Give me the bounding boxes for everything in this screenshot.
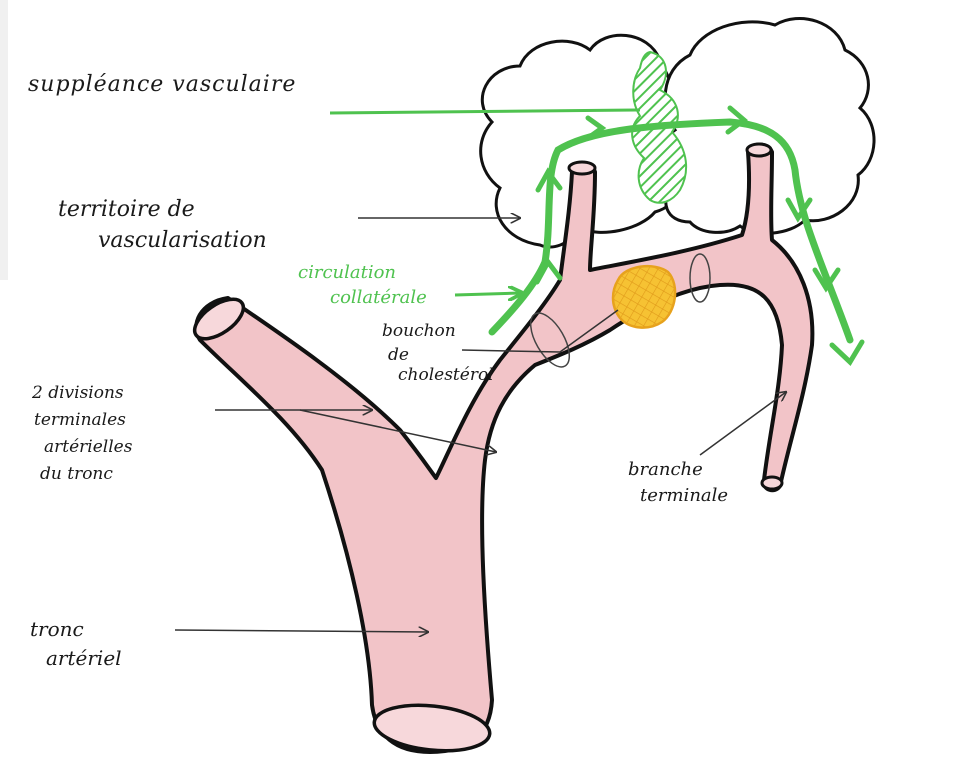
label-tronc-line2: artériel bbox=[46, 646, 122, 670]
divisions-pointer-2 bbox=[299, 409, 496, 452]
label-bouchon-line2: de bbox=[388, 345, 409, 365]
green-arrowhead-mid bbox=[812, 267, 841, 293]
green-arrowhead-left bbox=[534, 257, 563, 285]
plug-pointer bbox=[461, 309, 619, 353]
trunk-pointer bbox=[174, 630, 428, 632]
left-edge-strip bbox=[0, 0, 8, 280]
label-branche-line1: branche bbox=[628, 459, 703, 480]
section-ring-right bbox=[689, 253, 711, 303]
label-divisions-line2: terminales bbox=[34, 410, 126, 430]
label-bouchon-line3: cholestérol bbox=[398, 365, 494, 385]
green-arrowhead-descend bbox=[785, 197, 813, 223]
upper-right-opening bbox=[745, 142, 773, 158]
branch-pointer bbox=[699, 392, 786, 456]
label-divisions-line3: artérielles bbox=[44, 437, 133, 457]
label-circulation-line1: circulation bbox=[298, 262, 397, 283]
label-circulation-line2: collatérale bbox=[330, 287, 427, 308]
cholesterol-plug bbox=[611, 264, 677, 329]
green-arrowhead-top bbox=[585, 115, 607, 141]
section-ring-left bbox=[529, 312, 571, 368]
suppleance-green-line bbox=[329, 108, 641, 115]
collateral-label-pointer bbox=[454, 293, 520, 295]
label-bouchon-line1: bouchon bbox=[382, 321, 456, 341]
label-territoire-line2: vascularisation bbox=[98, 228, 267, 253]
green-arrowhead-end bbox=[829, 339, 865, 366]
trunk-opening bbox=[372, 703, 492, 753]
label-tronc-line1: tronc bbox=[30, 617, 84, 641]
label-branche-line2: terminale bbox=[640, 485, 729, 506]
upper-left-opening bbox=[567, 160, 597, 176]
left-branch-opening bbox=[192, 297, 246, 341]
label-divisions-line1: 2 divisions bbox=[32, 383, 124, 403]
terminal-branch-opening bbox=[760, 475, 784, 491]
label-divisions-line4: du tronc bbox=[40, 464, 113, 484]
green-arrowhead-up bbox=[535, 167, 563, 193]
label-suppleance-vasculaire: suppléance vasculaire bbox=[28, 72, 297, 97]
label-territoire-line1: territoire de bbox=[58, 197, 195, 222]
green-arrowhead-top-right bbox=[725, 105, 748, 135]
arterial-trunk bbox=[194, 142, 815, 754]
